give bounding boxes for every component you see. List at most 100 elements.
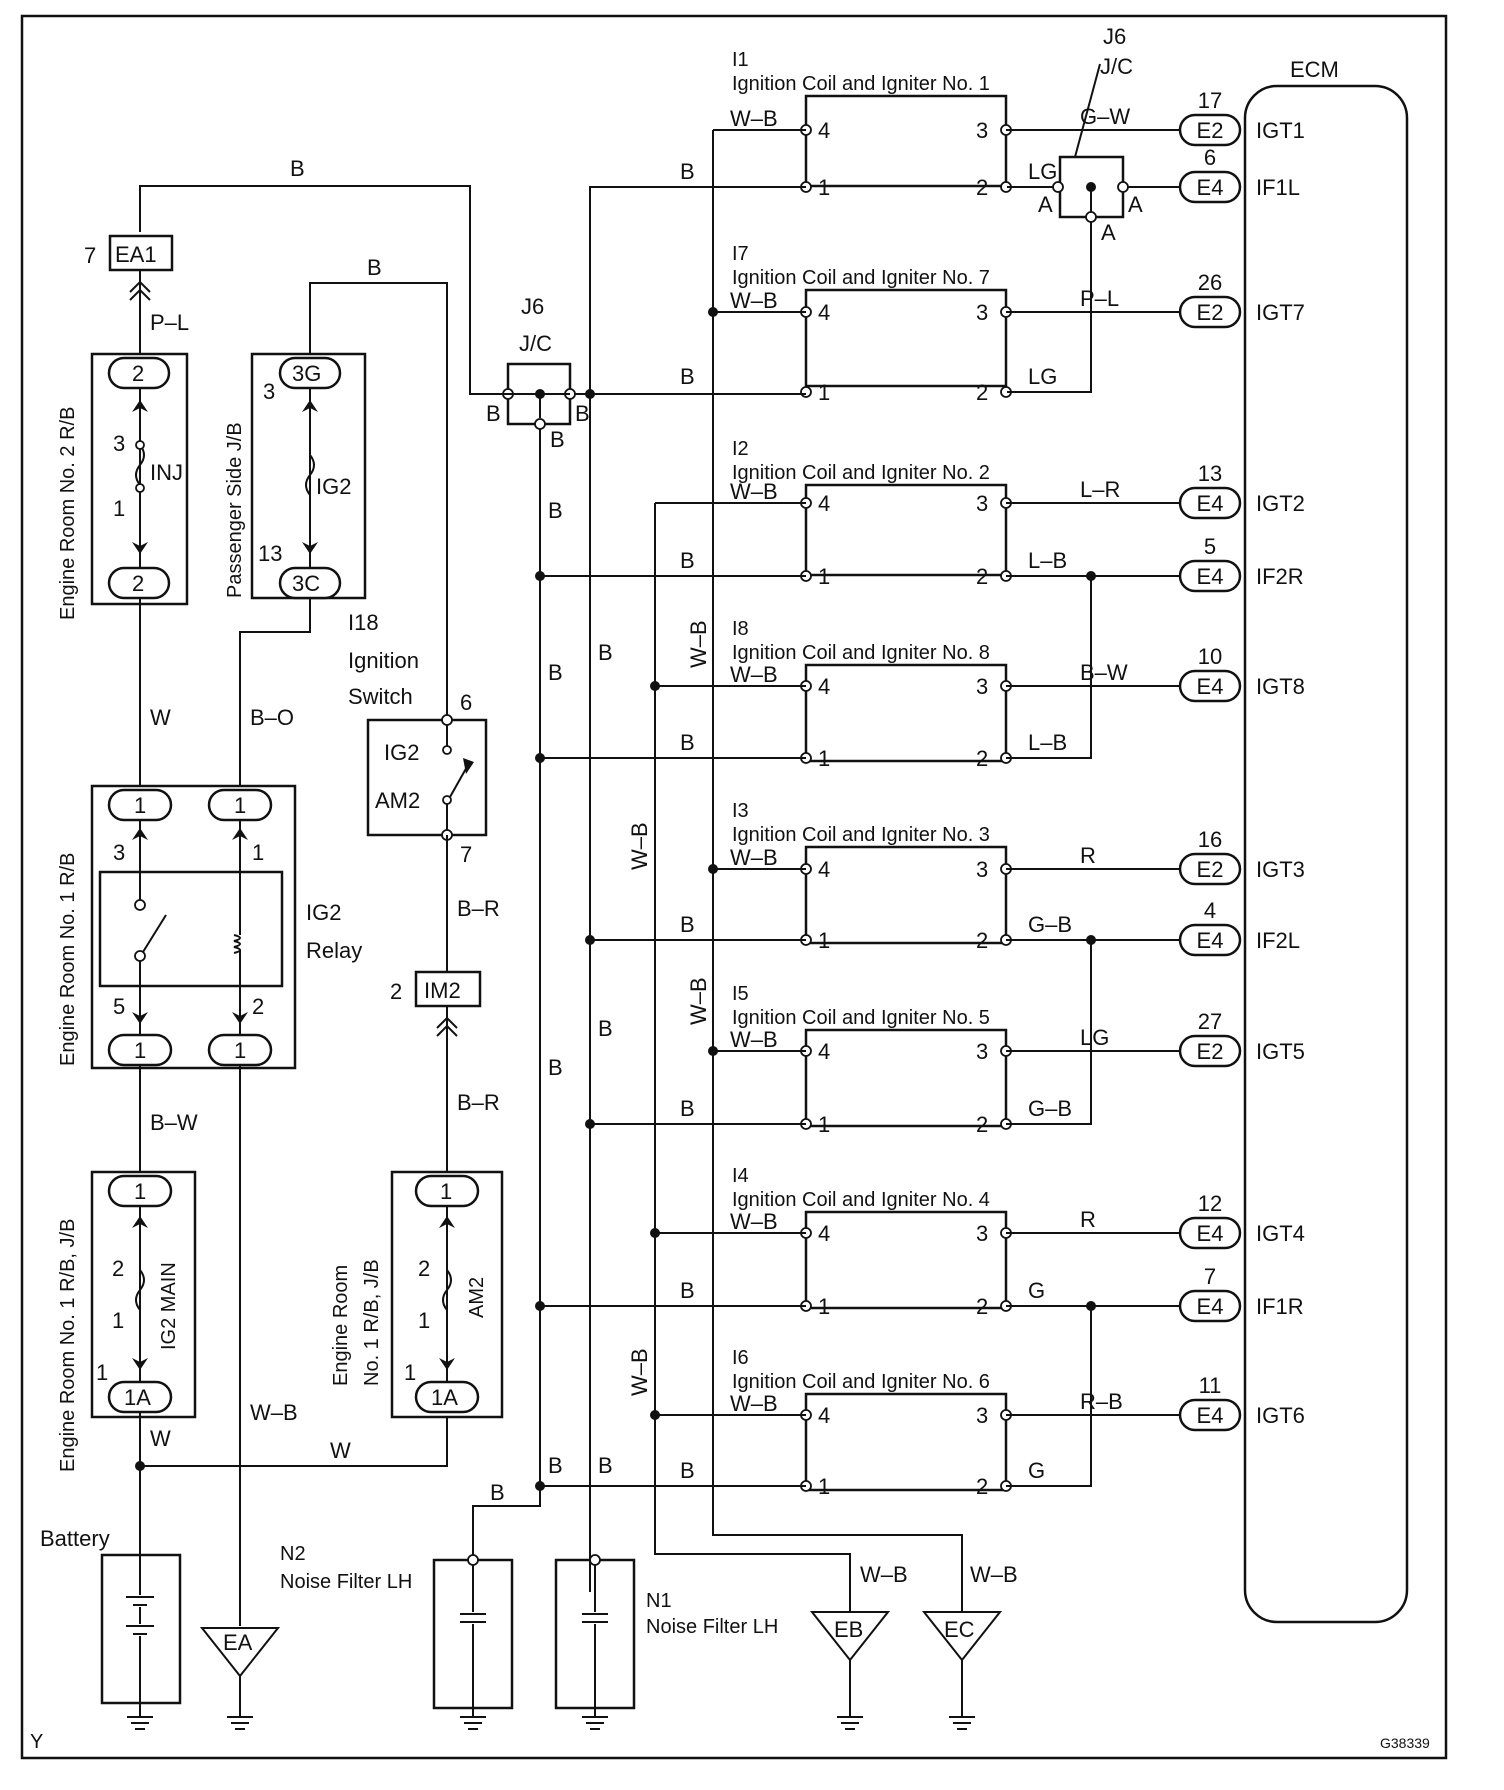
coil-wire-wb: W–B: [730, 1027, 778, 1052]
ecm-pin-number: 16: [1198, 827, 1222, 852]
switch-pos-ig2: IG2: [384, 740, 419, 765]
am2-connector-1a: 1A: [431, 1385, 458, 1410]
jc-center-term-b3: B: [550, 427, 565, 452]
coil-pin-1: 1: [818, 746, 830, 771]
coil-pin-2: 2: [976, 746, 988, 771]
ignition-label-2: Switch: [348, 684, 413, 709]
n2-code: N2: [280, 1543, 306, 1565]
ecm-pin-number: 17: [1198, 88, 1222, 113]
ignition-label-1: Ignition: [348, 648, 419, 673]
jc-center-term-b1: B: [486, 401, 501, 426]
coil-wire-if: G: [1028, 1278, 1045, 1303]
am2-pin-1b: 1: [404, 1360, 416, 1385]
wire-label-b-filter: B: [490, 1480, 505, 1505]
ecm-signal: IGT4: [1256, 1221, 1305, 1246]
jc-right-term-a2: A: [1128, 192, 1143, 217]
footer-code: G38339: [1380, 1735, 1430, 1751]
jc-center-name: J6: [521, 294, 544, 319]
jc-right-term-a3: A: [1101, 220, 1116, 245]
ecm-connector: E4: [1197, 1403, 1224, 1428]
coil-wire-wb: W–B: [730, 1391, 778, 1416]
jc-right-term-a1: A: [1038, 192, 1053, 217]
wire-label-w3: W: [330, 1438, 351, 1463]
coil-pin-1: 1: [818, 380, 830, 405]
coil-wire-igt: R: [1080, 843, 1096, 868]
coil-wire-if: L–B: [1028, 548, 1067, 573]
am2-connector-1: 1: [440, 1179, 452, 1204]
ecm-block: ECM: [1243, 57, 1409, 1624]
ecm-signal: IGT8: [1256, 674, 1305, 699]
ground-eb-label: EB: [834, 1617, 863, 1642]
im2-pin: 2: [390, 979, 402, 1004]
coil-pin-1: 1: [818, 928, 830, 953]
ecm-signal: IF1R: [1256, 1294, 1304, 1319]
coil-wire-wb: W–B: [730, 662, 778, 687]
am2-fuse-label: AM2: [466, 1277, 488, 1318]
coil-pin-2: 2: [976, 1294, 988, 1319]
ecm-connector: E4: [1197, 928, 1224, 953]
bus-label-b1: B: [548, 498, 563, 523]
battery-label: Battery: [40, 1526, 110, 1551]
ecm-connector: E4: [1197, 1221, 1224, 1246]
coil-name: Ignition Coil and Igniter No. 6: [732, 1371, 990, 1393]
coil-pin-2: 2: [976, 1112, 988, 1137]
coil-code: I4: [732, 1165, 749, 1187]
coil-wire-b: B: [680, 912, 695, 937]
er2-connector-top: 2: [132, 361, 144, 386]
coil-pin-3: 3: [976, 857, 988, 882]
wire-label-w2: W: [150, 1426, 171, 1451]
coil-wire-igt: L–R: [1080, 477, 1120, 502]
coil-wire-b: B: [680, 548, 695, 573]
ecm-connector: E2: [1197, 118, 1224, 143]
ecm-connector: E4: [1197, 564, 1224, 589]
ecm-pin-number: 13: [1198, 461, 1222, 486]
bus-label-wb2: W–B: [627, 822, 652, 870]
coil-wire-igt: B–W: [1080, 660, 1128, 685]
bus-label-wb4: W–B: [627, 1348, 652, 1396]
ea1-pin: 7: [84, 243, 96, 268]
wire-label-w1: W: [150, 705, 171, 730]
ecm-pin-number: 11: [1199, 1373, 1222, 1398]
coil-name: Ignition Coil and Igniter No. 2: [732, 462, 990, 484]
am2-pin-1a: 1: [418, 1308, 430, 1333]
coil-wire-b: B: [680, 1458, 695, 1483]
ecm-signal: IGT3: [1256, 857, 1305, 882]
coil-name: Ignition Coil and Igniter No. 3: [732, 824, 990, 846]
ecm-signal: IF2R: [1256, 564, 1304, 589]
switch-pos-am2: AM2: [375, 788, 420, 813]
coil-pin-2: 2: [976, 1474, 988, 1499]
bus-label-b7: B: [598, 1453, 613, 1478]
wire-label-b-top: B: [290, 156, 305, 181]
ecm-pin-number: 10: [1198, 644, 1222, 669]
bus-label-wb3: W–B: [686, 977, 711, 1025]
ecm-pin-number: 5: [1204, 534, 1216, 559]
noise-filters-and-grounds: B N2 Noise Filter LH N1 Noise Filter LH …: [280, 1480, 1018, 1730]
coil-wire-b: B: [680, 159, 695, 184]
coil-pin-4: 4: [818, 300, 830, 325]
psjb-pin-3: 3: [263, 379, 275, 404]
coil-wire-igt: R–B: [1080, 1389, 1123, 1414]
jc-right-name: J6: [1103, 24, 1126, 49]
coil-wire-wb: W–B: [730, 288, 778, 313]
coil-wire-wb: W–B: [730, 1209, 778, 1234]
coil-pin-4: 4: [818, 1221, 830, 1246]
switch-pin-7: 7: [460, 842, 472, 867]
coil-pin-4: 4: [818, 857, 830, 882]
main-pin-2: 2: [112, 1256, 124, 1281]
coil-wire-if: LG: [1028, 159, 1057, 184]
coil-pin-4: 4: [818, 491, 830, 516]
jc-right-type: J/C: [1100, 54, 1133, 79]
coil-pin-3: 3: [976, 1403, 988, 1428]
er2-pin-1: 1: [113, 496, 125, 521]
coil-code: I1: [732, 49, 749, 71]
coil-code: I8: [732, 618, 749, 640]
